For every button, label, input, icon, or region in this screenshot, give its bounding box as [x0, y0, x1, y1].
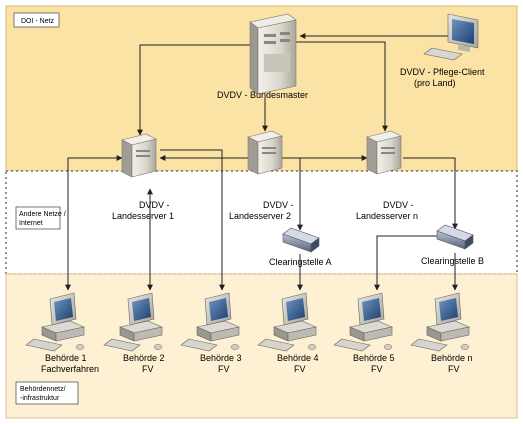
pflege-client-label-line1: DVDV - Pflege-Client [400, 67, 485, 77]
authority-1-pc-icon [25, 292, 85, 352]
connections [65, 33, 458, 291]
authority-1-label-line2: Fachverfahren [41, 364, 99, 374]
landesserver-n-label-line1: DVDV - [383, 200, 414, 210]
link-master-server1 [137, 44, 250, 136]
other-networks-label-line2: Internet [19, 220, 43, 227]
clearingstelle-b-switch-icon [436, 224, 474, 250]
authority-5-pc-icon [333, 292, 393, 352]
doi-network-label: DOI - Netz [21, 18, 55, 25]
clearingstelle-a-label: Clearingstelle A [269, 257, 332, 267]
authority-3-label-line1: Behörde 3 [200, 353, 242, 363]
pflege-client-pc-icon [423, 13, 479, 61]
clearingstelle-b-label: Clearingstelle B [421, 256, 484, 266]
landesserver-2-icon [247, 130, 283, 175]
bundesmaster-server-icon [249, 13, 297, 95]
landesserver-n-label-line2: Landesserver n [356, 211, 418, 221]
authority-network-label-box: Behördennetz/ -infrastruktur [15, 381, 79, 405]
authority-3-pc-icon [180, 292, 240, 352]
authority-2-pc-icon [103, 292, 163, 352]
landesserver-2-label-line1: DVDV - [263, 200, 294, 210]
landesserver-n-icon [366, 130, 402, 175]
landesserver-1-label-line1: DVDV - [139, 200, 170, 210]
link-server1-authority3 [160, 149, 225, 291]
landesserver-1-label-line2: Landesserver 1 [112, 211, 174, 221]
authority-3-label-line2: FV [218, 364, 230, 374]
clearingstelle-a-switch-icon [282, 227, 320, 253]
authority-4-label-line1: Behörde 4 [277, 353, 319, 363]
authority-n-label-line2: FV [448, 364, 460, 374]
authority-2-label-line1: Behörde 2 [123, 353, 165, 363]
authority-pcs [25, 292, 470, 352]
authority-1-label-line1: Behörde 1 [45, 353, 87, 363]
link-master-servern [293, 41, 388, 132]
other-networks-label-box: Andere Netze / Internet [15, 206, 66, 230]
link-clearingB-authority5 [374, 235, 445, 291]
landesserver-2-label-line2: Landesserver 2 [229, 211, 291, 221]
landesserver-1-icon [121, 133, 157, 178]
link-servern-clearingB [403, 157, 458, 230]
bundesmaster-label: DVDV - Bundesmaster [217, 90, 308, 100]
authority-4-pc-icon [257, 292, 317, 352]
link-server2-clearingA [283, 157, 303, 231]
authority-n-pc-icon [410, 292, 470, 352]
authority-2-label-line2: FV [142, 364, 154, 374]
doi-network-label-box: DOI - Netz [13, 12, 60, 28]
authority-5-label-line2: FV [371, 364, 383, 374]
authority-n-label-line1: Behörde n [431, 353, 473, 363]
pflege-client-label-line2: (pro Land) [414, 78, 456, 88]
authority-4-label-line2: FV [294, 364, 306, 374]
authority-network-label-line1: Behördennetz/ [20, 386, 66, 393]
authority-5-label-line1: Behörde 5 [353, 353, 395, 363]
authority-network-label-line2: -infrastruktur [20, 395, 60, 402]
other-networks-label-line1: Andere Netze / [19, 211, 66, 218]
link-server1-authority1 [65, 155, 123, 291]
